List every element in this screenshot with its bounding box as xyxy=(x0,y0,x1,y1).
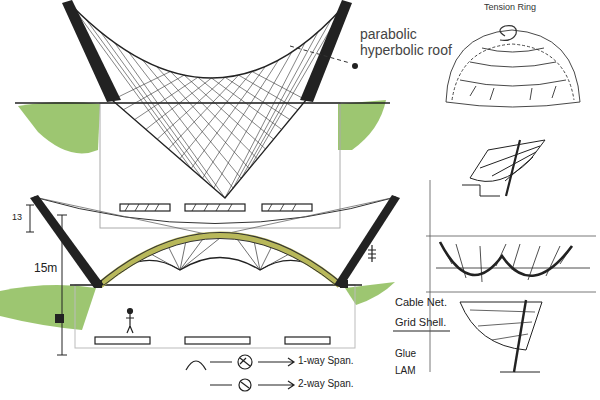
net-line xyxy=(252,72,306,101)
landscape-green xyxy=(338,100,386,150)
span-note: 1-way Span. xyxy=(298,355,354,367)
net-line xyxy=(157,67,250,169)
net-line xyxy=(146,78,212,129)
building-outline xyxy=(100,103,340,228)
dome-sketch xyxy=(446,26,580,107)
roof-annotation: parabolic hyperbolic roof xyxy=(360,26,472,58)
window-marks xyxy=(120,204,312,211)
shell-sketch xyxy=(436,242,590,282)
dimension-label: 15m xyxy=(34,262,57,276)
cable-net xyxy=(72,6,344,198)
canopy-sketch xyxy=(460,300,542,372)
span-symbols xyxy=(186,331,450,391)
net-line xyxy=(198,77,274,139)
top-cable xyxy=(34,197,396,224)
net-line xyxy=(254,242,260,270)
frame-lines xyxy=(426,180,596,372)
landscape-green xyxy=(18,102,100,154)
net-line xyxy=(129,52,234,188)
net-line xyxy=(112,72,170,101)
mast xyxy=(62,0,121,102)
system-note: Grid Shell. xyxy=(395,316,446,329)
material-note: Glue xyxy=(395,348,416,360)
grid-shell-arch xyxy=(100,235,340,285)
roof-edge xyxy=(112,100,306,198)
net-line xyxy=(241,20,331,179)
mast xyxy=(334,195,400,288)
grid-shell-arch xyxy=(104,239,336,286)
net-line xyxy=(233,32,318,188)
leader-dot xyxy=(352,63,358,69)
joint xyxy=(94,280,102,288)
material-note: LAM xyxy=(395,365,416,377)
net-line xyxy=(180,72,252,159)
span-note: 2-way Span. xyxy=(298,378,354,390)
ground-line xyxy=(70,284,362,285)
net-line xyxy=(214,52,292,188)
landscape-green xyxy=(0,285,96,330)
mast xyxy=(300,0,352,102)
net-line xyxy=(169,75,239,149)
net-line xyxy=(115,43,225,198)
person-figure xyxy=(126,245,376,333)
tree-symbol xyxy=(55,314,64,323)
net-line xyxy=(212,78,282,129)
grid-shell-arch xyxy=(96,233,344,286)
tension-ring-note: Tension Ring xyxy=(484,2,536,12)
net-line xyxy=(101,32,214,188)
roof-sketch xyxy=(462,140,545,196)
net-line xyxy=(184,75,265,149)
leader-line xyxy=(290,46,350,63)
system-note: Cable Net. xyxy=(395,296,447,309)
window-marks xyxy=(95,337,330,344)
stay-cable xyxy=(34,197,396,236)
dimension-label: 13 xyxy=(12,212,22,222)
mast xyxy=(30,195,104,288)
building-outline xyxy=(75,285,355,348)
net-line xyxy=(157,77,225,139)
net-line xyxy=(237,239,260,270)
net-line xyxy=(225,77,290,119)
dimension-line xyxy=(26,205,67,355)
joint xyxy=(340,280,348,288)
roof-edge xyxy=(72,6,344,78)
